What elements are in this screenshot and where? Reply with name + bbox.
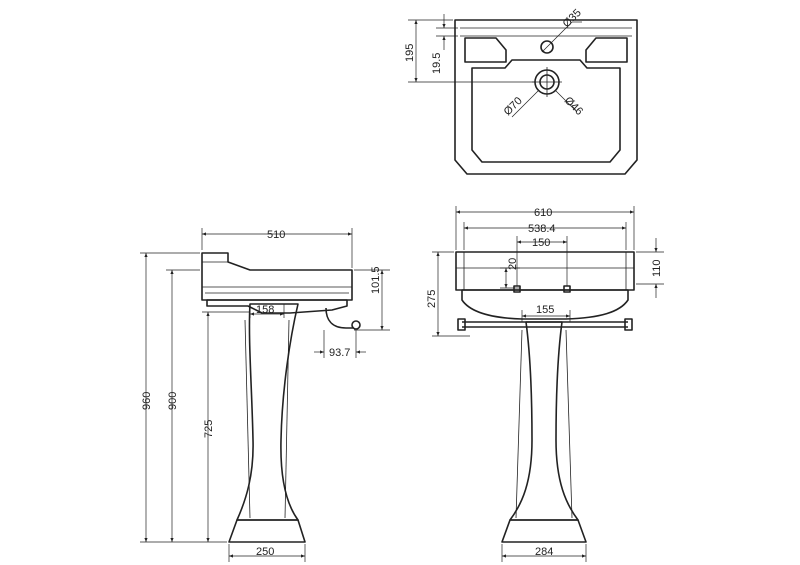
dim-pedestal-top: 155: [536, 304, 554, 316]
front-basin-rim: [455, 251, 635, 291]
dim-rim-thickness: 110: [651, 259, 663, 277]
plan-outline: [454, 19, 638, 175]
dim-waste-inner: Ø46: [562, 95, 585, 118]
dim-overall-width: 610: [534, 207, 552, 219]
dim-tap-inset: 20: [507, 258, 519, 270]
right-deck-recess: [585, 37, 628, 63]
dim-back-depth: 195: [404, 44, 416, 62]
side-underside: [206, 299, 348, 314]
towel-rail-right-bracket: [624, 318, 633, 331]
tap-hole: [540, 40, 554, 54]
leader-tap-hole: [541, 21, 573, 53]
dim-waste-outer: Ø70: [502, 95, 525, 118]
front-basin-body: [461, 289, 629, 320]
dim-rim-height: 900: [167, 392, 179, 410]
dim-base-depth: 250: [256, 546, 274, 558]
dim-pedestal-height: 725: [203, 420, 215, 438]
dim-basin-height: 275: [426, 290, 438, 308]
dim-depth: 510: [267, 229, 285, 241]
dim-inner-width: 538.4: [528, 223, 556, 235]
side-pedestal-foot: [228, 519, 306, 543]
dim-front-height: 101.5: [370, 266, 382, 294]
dim-tap-centres: 150: [532, 237, 550, 249]
dim-trap-projection: 93.7: [329, 347, 350, 359]
bowl-outline: [471, 59, 621, 163]
dim-base-width: 284: [535, 546, 553, 558]
side-view: 510 101.5 158 93.7 960 900 725 250: [140, 228, 390, 562]
dim-total-height: 960: [141, 392, 153, 410]
towel-rail-left-bracket: [457, 318, 466, 331]
dim-waste-offset: 158: [256, 304, 274, 316]
front-pedestal-foot: [501, 519, 587, 543]
dim-tap-hole: Ø35: [561, 7, 584, 30]
front-view: 610 538.4 150 20 110 275 155: [426, 206, 664, 562]
left-deck-recess: [464, 37, 507, 63]
front-pedestal: [509, 321, 579, 521]
waste-trap: [325, 307, 354, 329]
dim-deck: 19.5: [431, 53, 443, 74]
plan-view: Ø35 Ø70 Ø46 195 19.5: [404, 7, 638, 175]
